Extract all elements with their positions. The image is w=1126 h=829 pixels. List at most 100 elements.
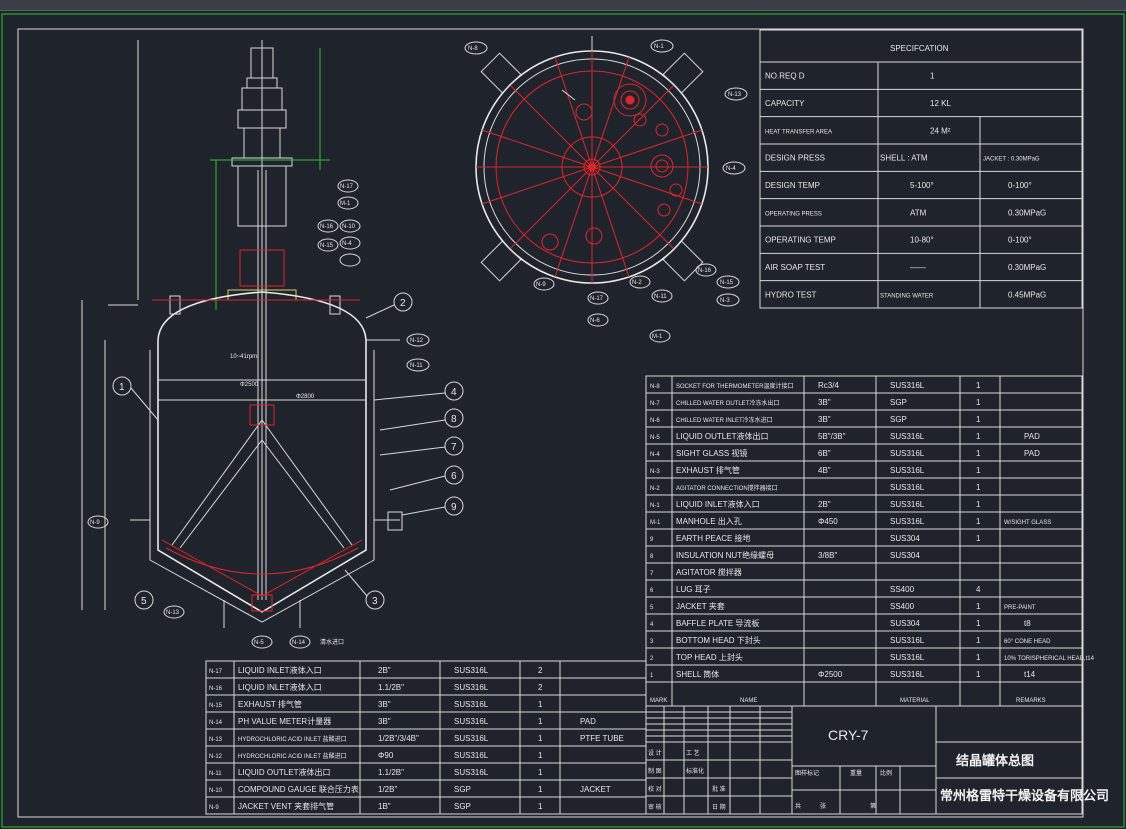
svg-text:MATERIAL: MATERIAL — [900, 698, 930, 704]
part-name: CHILLED WATER INLET冷冻水进口 — [676, 416, 773, 424]
part-qty: 1 — [538, 751, 543, 760]
part-qty: 1 — [976, 415, 981, 424]
part-material: SUS304 — [890, 534, 920, 543]
part-material: SGP — [890, 415, 907, 424]
spec-value: ATM — [910, 208, 927, 217]
part-no: N-11 — [209, 771, 222, 777]
callout-8: 8 — [444, 408, 464, 428]
svg-text:REMARKS: REMARKS — [1016, 698, 1046, 704]
part-no: N-16 — [209, 686, 223, 692]
part-no: N-14 — [209, 720, 223, 726]
part-material: SUS316L — [454, 666, 489, 675]
part-material: SUS316L — [454, 768, 489, 777]
part-no: 3 — [650, 639, 654, 645]
spec-value: STANDING WATER — [880, 293, 934, 299]
part-size: Φ450 — [818, 517, 838, 526]
part-material: SUS316L — [890, 636, 925, 645]
part-material: SUS316L — [890, 500, 925, 509]
part-size: 2B" — [818, 500, 831, 509]
title-block-cell: 审 核 — [648, 803, 662, 811]
part-no: 9 — [650, 537, 654, 543]
part-name: LIQUID INLET液体入口 — [238, 682, 322, 692]
spec-label: DESIGN TEMP — [765, 181, 820, 190]
svg-text:7: 7 — [451, 442, 457, 453]
elevation-view — [81, 40, 403, 628]
part-name: LIQUID OUTLET液体出口 — [676, 431, 768, 441]
part-qty: 1 — [976, 653, 981, 662]
part-qty: 1 — [976, 398, 981, 407]
svg-text:N-5: N-5 — [254, 640, 264, 646]
part-remark: PAD — [1024, 449, 1040, 458]
svg-text:N-11: N-11 — [654, 294, 667, 300]
svg-text:9: 9 — [451, 502, 457, 513]
svg-text:M-1: M-1 — [340, 201, 351, 207]
svg-text:N-15: N-15 — [320, 243, 334, 249]
part-name: BOTTOM HEAD 下封头 — [676, 635, 761, 645]
title-block-cells: 设 计制 图校 对审 核工 艺标准化批 准日 期图样标记重量比例共张第 — [648, 749, 892, 811]
drain-label: 清水进口 — [320, 638, 344, 646]
part-qty: 1 — [976, 432, 981, 441]
part-qty: 1 — [976, 517, 981, 526]
callout-7: 7 — [444, 436, 464, 456]
part-qty: 1 — [976, 381, 981, 390]
svg-text:NAME: NAME — [740, 698, 757, 704]
part-name: BAFFLE PLATE 导流板 — [676, 618, 759, 628]
part-material: SGP — [454, 785, 471, 794]
spec-value2: 0.30MPaG — [1008, 263, 1046, 272]
part-size: 1B" — [378, 802, 391, 811]
part-name: LIQUID INLET液体入口 — [238, 665, 322, 675]
part-qty: 1 — [538, 734, 543, 743]
part-qty: 1 — [976, 534, 981, 543]
title-block-cell: 批 准 — [712, 785, 726, 793]
part-size: 2B" — [378, 666, 391, 675]
part-qty: 2 — [538, 666, 543, 675]
part-material: SUS316L — [890, 670, 925, 679]
part-no: N-12 — [209, 754, 223, 760]
callout-2: 2 — [393, 292, 413, 312]
part-name: EXHAUST 排气管 — [676, 465, 740, 475]
svg-text:6: 6 — [451, 471, 457, 482]
part-name: EXHAUST 排气管 — [238, 699, 302, 709]
part-size: 1.1/2B" — [378, 768, 404, 777]
title-block-cell: 张 — [820, 802, 826, 810]
cad-toolbar — [0, 0, 1126, 11]
part-qty: 1 — [538, 785, 543, 794]
title-block-cell: 比例 — [880, 769, 892, 777]
part-remark: PAD — [1024, 432, 1040, 441]
svg-text:N-14: N-14 — [292, 640, 306, 646]
svg-text:N-6: N-6 — [590, 318, 600, 324]
part-no: 1 — [650, 673, 654, 679]
spec-value: 5-100° — [910, 181, 934, 190]
spec-label: OPERATING PRESS — [765, 211, 822, 217]
part-name: LUG 耳子 — [676, 585, 711, 594]
spec-value: 10-80° — [910, 236, 934, 245]
svg-text:N-3: N-3 — [720, 298, 730, 304]
svg-text:N-13: N-13 — [166, 610, 180, 616]
part-qty: 1 — [976, 483, 981, 492]
spec-value2: 0-100° — [1008, 181, 1032, 190]
part-remark: t14 — [1024, 670, 1036, 679]
part-no: N-5 — [650, 435, 660, 441]
title-block: CRY-7 结晶罐体总图 常州格雷特干燥设备有限公司 — [645, 705, 1109, 815]
part-name: AGITATOR 搅拌器 — [676, 567, 742, 577]
svg-text:1: 1 — [119, 382, 125, 393]
part-name: SIGHT GLASS 视镜 — [676, 448, 747, 458]
title-block-cell: 制 图 — [648, 767, 662, 775]
part-size: Φ90 — [378, 751, 394, 760]
svg-text:2: 2 — [400, 298, 406, 309]
part-qty: 1 — [538, 802, 543, 811]
part-qty: 1 — [976, 619, 981, 628]
part-material: SUS316L — [454, 717, 489, 726]
svg-text:N-16: N-16 — [698, 268, 712, 274]
parts-table-left — [205, 660, 647, 815]
callout-1: 1 — [112, 376, 132, 396]
part-size: 3B" — [818, 415, 831, 424]
part-no: N-15 — [209, 703, 223, 709]
title-block-cell: 共 — [795, 802, 801, 810]
drawing-number: CRY-7 — [828, 727, 869, 743]
jacket — [149, 350, 375, 623]
outer-frame — [1, 13, 1125, 828]
svg-text:8: 8 — [451, 414, 457, 425]
